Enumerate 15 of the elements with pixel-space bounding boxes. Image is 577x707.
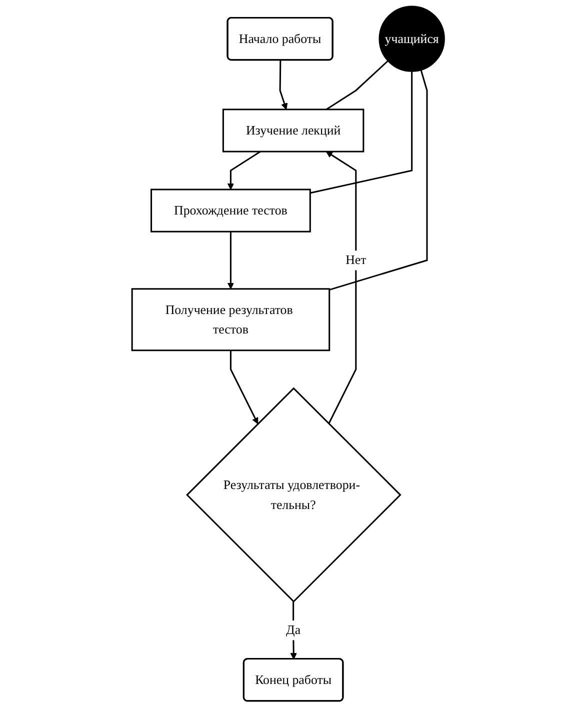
node-box: Изучение лекций xyxy=(222,108,364,152)
node-circle: учащийся xyxy=(378,6,446,72)
arrow xyxy=(228,150,261,190)
arrow xyxy=(230,350,258,424)
node-box: Прохождение тестов xyxy=(150,188,312,232)
edge-label: Да xyxy=(286,622,301,638)
node-diamond: Результаты удовлетвори- тельны? xyxy=(186,387,402,603)
arrow xyxy=(228,232,234,290)
connector xyxy=(329,70,428,291)
arrow xyxy=(326,151,357,424)
connector xyxy=(310,72,413,194)
node-box: Получение результатов тестов xyxy=(132,288,330,352)
arrow xyxy=(279,60,288,110)
connector xyxy=(326,60,388,110)
edge-label: Нет xyxy=(346,252,366,268)
